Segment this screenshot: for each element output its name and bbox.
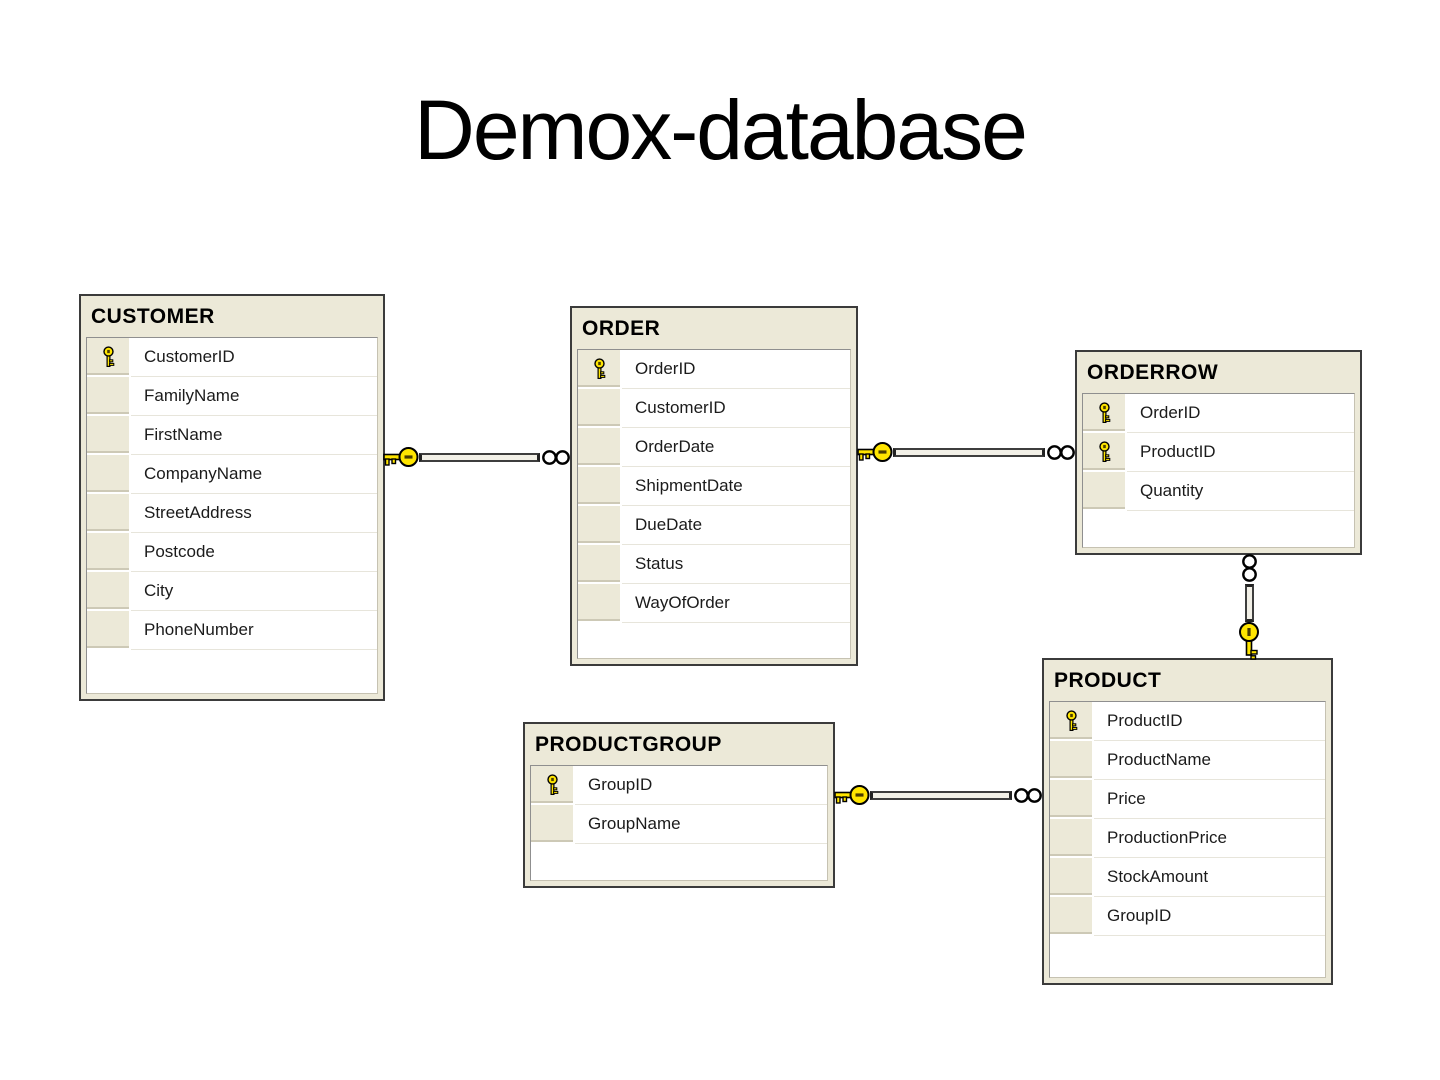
column-name: Postcode xyxy=(131,533,377,572)
column-name: OrderID xyxy=(622,350,850,389)
column-name: ProductID xyxy=(1127,433,1354,472)
table-order-columns: OrderID CustomerID OrderDate ShipmentDat… xyxy=(577,349,851,659)
relationship-line xyxy=(893,447,1045,457)
primary-key-icon xyxy=(1098,401,1110,423)
table-product-columns: ProductID ProductName Price ProductionPr… xyxy=(1049,701,1326,978)
table-product: PRODUCT ProductID ProductName Price Prod… xyxy=(1042,658,1333,985)
table-productgroup: PRODUCTGROUP GroupID GroupName xyxy=(523,722,835,888)
table-productgroup-header: PRODUCTGROUP xyxy=(525,724,833,765)
primary-key-icon xyxy=(1098,440,1110,462)
table-productgroup-columns: GroupID GroupName xyxy=(530,765,828,881)
relationship-line xyxy=(1244,584,1254,622)
table-row: ProductID xyxy=(1050,702,1325,741)
column-name: StockAmount xyxy=(1094,858,1325,897)
relationship-productgroup-product xyxy=(832,781,1044,809)
table-orderrow-title: ORDERROW xyxy=(1087,360,1219,384)
column-name: City xyxy=(131,572,377,611)
relationship-line xyxy=(870,790,1012,800)
primary-key-icon xyxy=(593,357,605,379)
column-name: PhoneNumber xyxy=(131,611,377,650)
table-row: Postcode xyxy=(87,533,377,572)
primary-key-icon xyxy=(102,345,114,367)
table-order-title: ORDER xyxy=(582,316,661,340)
relationship-order-orderrow xyxy=(855,438,1077,466)
column-name: CustomerID xyxy=(131,338,377,377)
table-row: PhoneNumber xyxy=(87,611,377,650)
column-name: StreetAddress xyxy=(131,494,377,533)
table-row: FamilyName xyxy=(87,377,377,416)
column-name: OrderID xyxy=(1127,394,1354,433)
relationship-product-orderrow xyxy=(1235,552,1263,660)
column-name: GroupName xyxy=(575,805,827,844)
table-product-header: PRODUCT xyxy=(1044,660,1331,701)
column-name: OrderDate xyxy=(622,428,850,467)
table-row: FirstName xyxy=(87,416,377,455)
column-name: Price xyxy=(1094,780,1325,819)
table-order-header: ORDER xyxy=(572,308,856,349)
column-name: Quantity xyxy=(1127,472,1354,511)
table-row: ProductID xyxy=(1083,433,1354,472)
infinity-icon xyxy=(1241,554,1257,582)
page-title: Demox-database xyxy=(414,83,1028,177)
table-customer-title: CUSTOMER xyxy=(91,304,215,328)
table-productgroup-title: PRODUCTGROUP xyxy=(535,732,722,756)
relationship-line xyxy=(419,452,540,462)
table-customer-columns: CustomerID FamilyName FirstName CompanyN… xyxy=(86,337,378,694)
table-row: ShipmentDate xyxy=(578,467,850,506)
table-row: CompanyName xyxy=(87,455,377,494)
column-name: ProductionPrice xyxy=(1094,819,1325,858)
key-icon xyxy=(383,447,419,467)
table-row: OrderID xyxy=(1083,394,1354,433)
column-name: ProductName xyxy=(1094,741,1325,780)
table-row: OrderID xyxy=(578,350,850,389)
column-name: WayOfOrder xyxy=(622,584,850,623)
table-row: City xyxy=(87,572,377,611)
table-orderrow-columns: OrderID ProductID Quantity xyxy=(1082,393,1355,548)
table-row: StreetAddress xyxy=(87,494,377,533)
key-icon xyxy=(834,785,870,805)
table-row: StockAmount xyxy=(1050,858,1325,897)
table-row: DueDate xyxy=(578,506,850,545)
table-customer: CUSTOMER CustomerID FamilyName FirstName… xyxy=(79,294,385,701)
table-orderrow: ORDERROW OrderID ProductID Quantity xyxy=(1075,350,1362,555)
column-name: CustomerID xyxy=(622,389,850,428)
key-icon xyxy=(1239,622,1259,660)
column-name: FirstName xyxy=(131,416,377,455)
table-customer-header: CUSTOMER xyxy=(81,296,383,337)
column-name: GroupID xyxy=(1094,897,1325,936)
column-name: ProductID xyxy=(1094,702,1325,741)
table-orderrow-header: ORDERROW xyxy=(1077,352,1360,393)
column-name: ShipmentDate xyxy=(622,467,850,506)
relationship-customer-order xyxy=(381,443,572,471)
table-row: GroupID xyxy=(531,766,827,805)
table-row: Price xyxy=(1050,780,1325,819)
table-row: Quantity xyxy=(1083,472,1354,511)
table-row: GroupID xyxy=(1050,897,1325,936)
table-row: OrderDate xyxy=(578,428,850,467)
table-row: ProductionPrice xyxy=(1050,819,1325,858)
table-row: GroupName xyxy=(531,805,827,844)
column-name: DueDate xyxy=(622,506,850,545)
table-row: CustomerID xyxy=(87,338,377,377)
table-order: ORDER OrderID CustomerID OrderDate Shipm… xyxy=(570,306,858,666)
column-name: GroupID xyxy=(575,766,827,805)
column-name: Status xyxy=(622,545,850,584)
table-row: Status xyxy=(578,545,850,584)
table-product-title: PRODUCT xyxy=(1054,668,1162,692)
table-row: ProductName xyxy=(1050,741,1325,780)
column-name: CompanyName xyxy=(131,455,377,494)
key-icon xyxy=(857,442,893,462)
column-name: FamilyName xyxy=(131,377,377,416)
infinity-icon xyxy=(1014,787,1042,803)
infinity-icon xyxy=(1047,444,1075,460)
table-row: CustomerID xyxy=(578,389,850,428)
primary-key-icon xyxy=(1065,709,1077,731)
infinity-icon xyxy=(542,449,570,465)
primary-key-icon xyxy=(546,773,558,795)
table-row: WayOfOrder xyxy=(578,584,850,623)
